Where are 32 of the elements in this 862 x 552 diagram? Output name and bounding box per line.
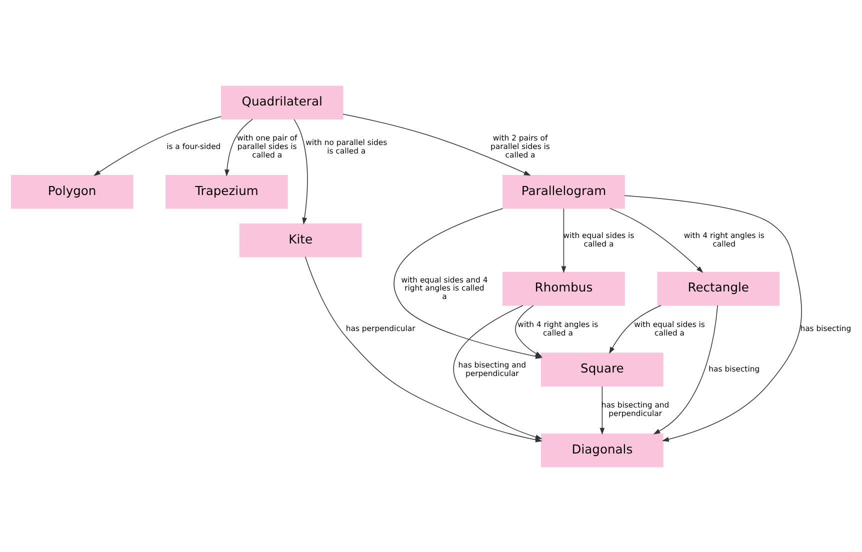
node-box: Polygon: [10, 174, 134, 208]
edge-label: has bisecting and perpendicular: [458, 360, 526, 378]
edge-label: with one pair of parallel sides is called a: [236, 133, 298, 160]
node-box: Rhombus: [502, 271, 625, 306]
arrow: [94, 116, 222, 176]
edge-label: has perpendicular: [346, 324, 416, 333]
arrow: [609, 304, 662, 354]
node-box: Square: [541, 352, 664, 386]
arrow: [515, 304, 542, 356]
node-box: Parallelogram: [502, 174, 625, 208]
node-box: Kite: [239, 222, 362, 257]
arrow: [561, 208, 566, 273]
node-box: Diagonals: [541, 432, 664, 467]
node-box: Quadrilateral: [220, 85, 344, 120]
edge-label: has bisecting: [800, 324, 852, 333]
arrow: [653, 304, 718, 434]
edge-label: with 4 right angles is called: [684, 230, 764, 248]
arrow: [224, 118, 253, 176]
arrow: [294, 118, 308, 224]
node-box: Rectangle: [657, 271, 780, 306]
edge-label: with no parallel sides is called a: [306, 137, 388, 155]
edge-label: with equal sides is called a: [634, 319, 705, 337]
arrow: [624, 194, 802, 442]
edge-label: has bisecting: [708, 364, 760, 374]
edge-label: is a four-sided: [166, 142, 221, 151]
edge-label: with 2 pairs of parallel sides is called a: [490, 133, 550, 160]
node-box: Trapezium: [166, 174, 288, 208]
arrow: [600, 386, 605, 434]
edge-label: with equal sides and 4 right angles is called a: [401, 274, 488, 301]
arrow: [342, 113, 531, 176]
edge-label: with 4 right angles is called a: [518, 319, 598, 337]
arrow: [610, 208, 704, 272]
